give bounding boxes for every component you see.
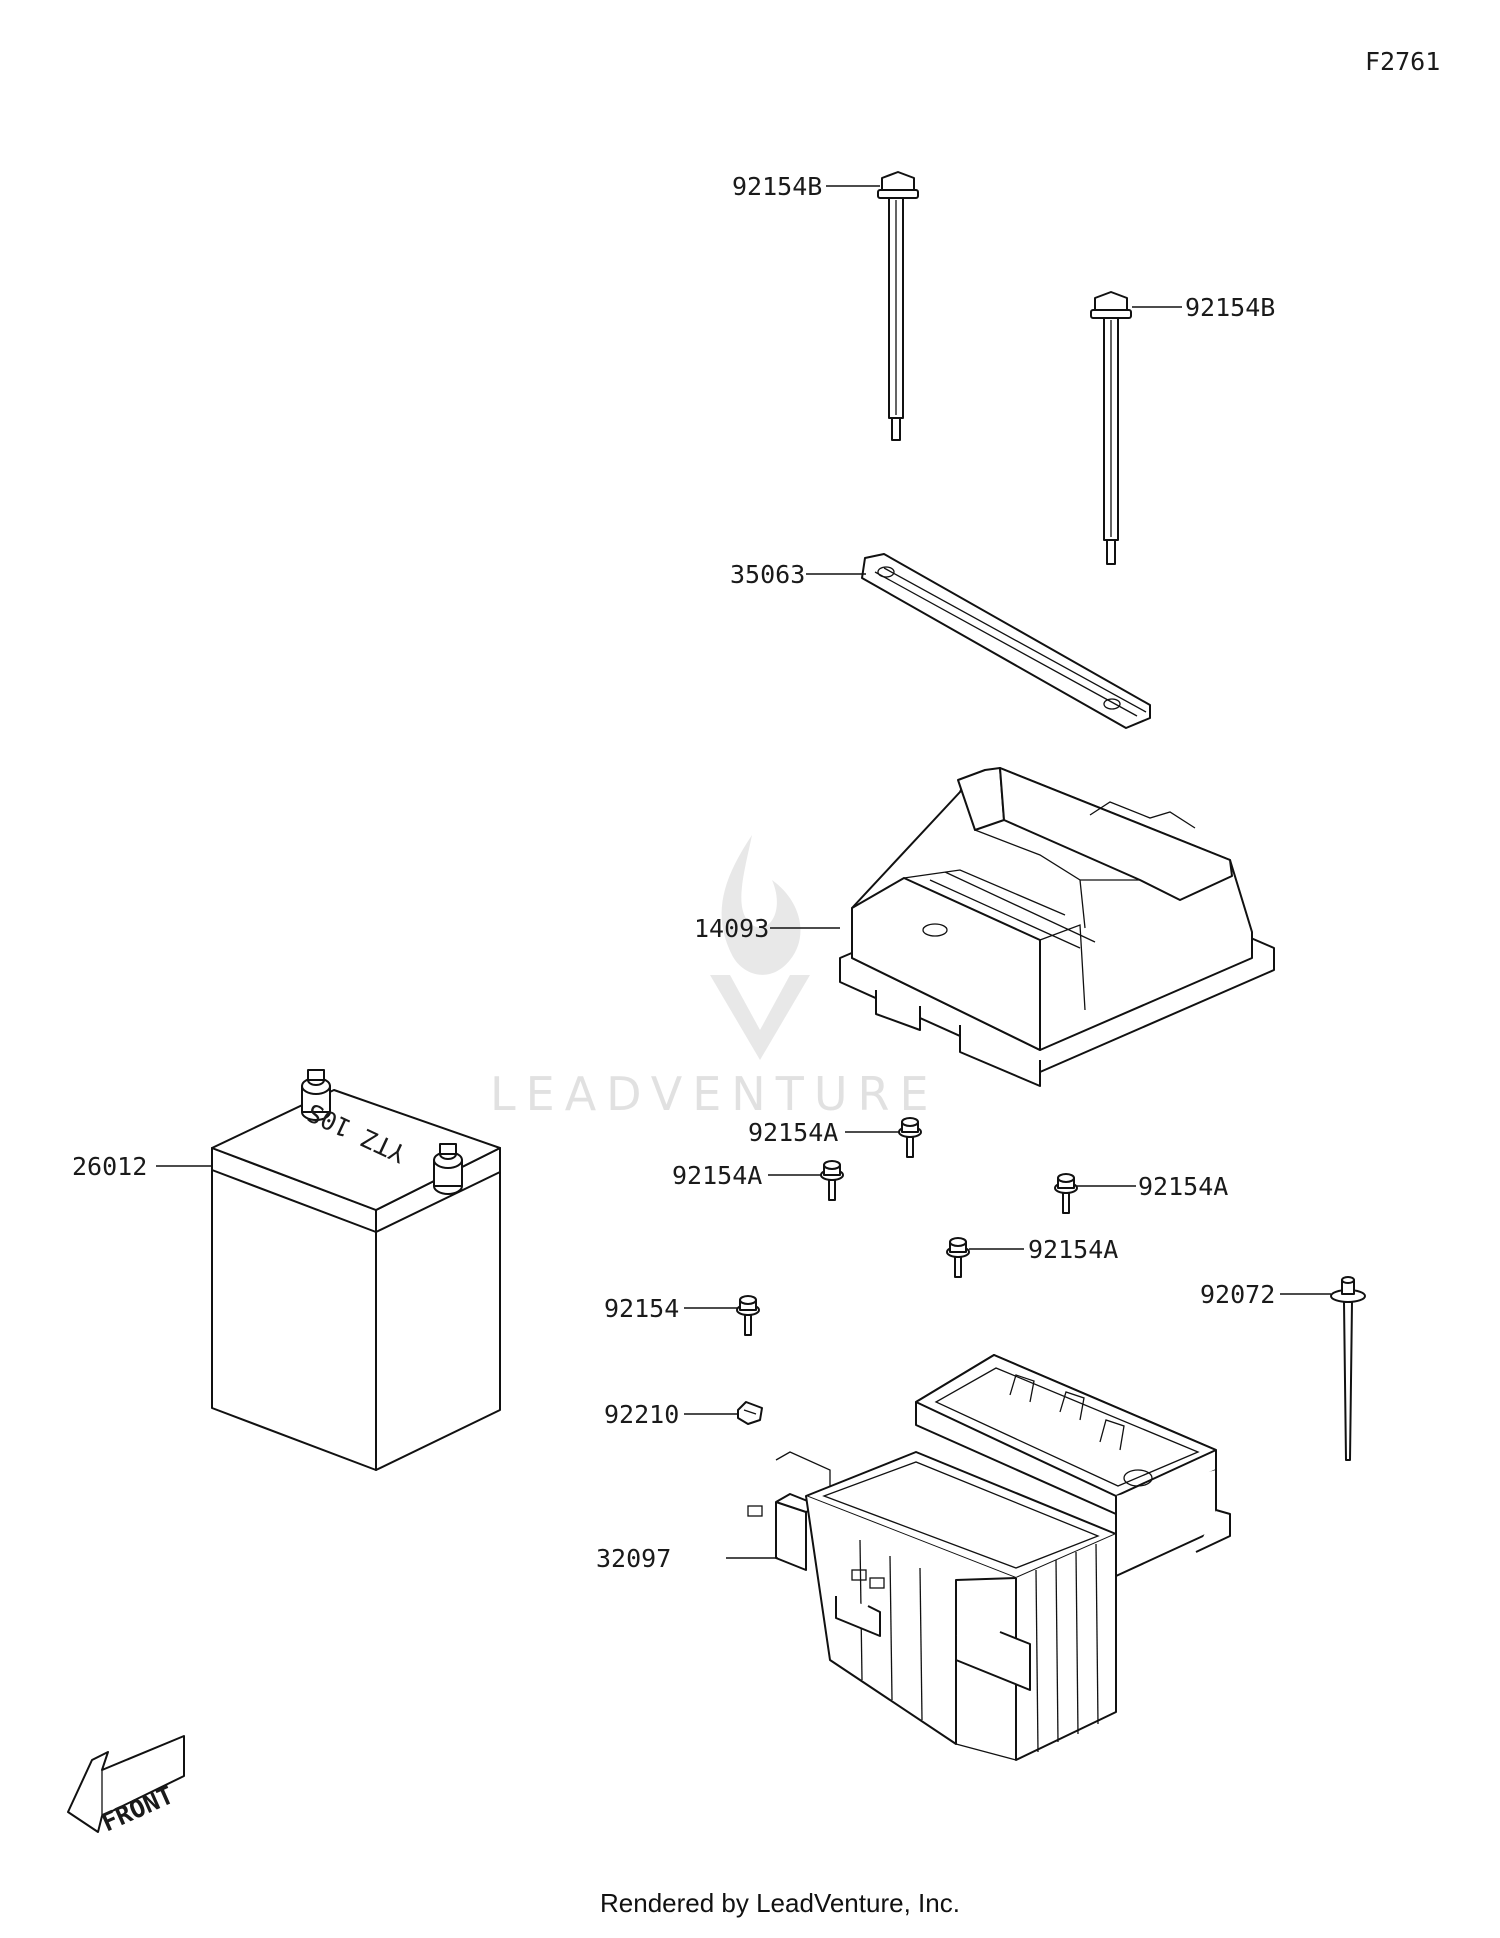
pin-92072[interactable]: [1330, 1276, 1366, 1461]
watermark: LEADVENTURE: [490, 835, 939, 1121]
callout-26012[interactable]: 26012: [72, 1152, 147, 1181]
watermark-text: LEADVENTURE: [490, 1067, 939, 1121]
front-arrow-icon: FRONT: [67, 1735, 185, 1837]
bolt-92154b-top[interactable]: [877, 171, 919, 441]
callout-92210[interactable]: 92210: [604, 1400, 679, 1429]
bolt-92154a-1[interactable]: [898, 1117, 922, 1158]
battery-terminal-positive: [301, 1069, 331, 1121]
bolt-92154b-right[interactable]: [1090, 291, 1132, 565]
bolt-92154a-4[interactable]: [946, 1237, 970, 1278]
clip-92210[interactable]: [737, 1401, 763, 1425]
bracket-35063[interactable]: [861, 553, 1151, 729]
callout-92154b-right[interactable]: 92154B: [1185, 293, 1275, 322]
callout-92154a-2[interactable]: 92154A: [672, 1161, 762, 1190]
bolt-92154[interactable]: [736, 1295, 760, 1336]
bolt-92154a-2[interactable]: [820, 1160, 844, 1201]
callout-32097[interactable]: 32097: [596, 1544, 671, 1573]
callout-14093[interactable]: 14093: [694, 914, 769, 943]
battery-26012[interactable]: YTZ 10S: [211, 1069, 501, 1471]
callout-92154b-top[interactable]: 92154B: [732, 172, 822, 201]
callout-92154[interactable]: 92154: [604, 1294, 679, 1323]
battery-terminal-negative: [433, 1143, 463, 1195]
callout-92154a-1[interactable]: 92154A: [748, 1118, 838, 1147]
callout-92154a-4[interactable]: 92154A: [1028, 1235, 1118, 1264]
battery-case-32097[interactable]: [747, 1354, 1231, 1761]
footer-credit: Rendered by LeadVenture, Inc.: [600, 1888, 960, 1918]
callout-35063[interactable]: 35063: [730, 560, 805, 589]
cover-14093[interactable]: [839, 767, 1275, 1087]
bolt-92154a-3[interactable]: [1054, 1173, 1078, 1214]
figure-code: F2761: [1365, 47, 1440, 76]
callout-92072[interactable]: 92072: [1200, 1280, 1275, 1309]
callout-92154a-3[interactable]: 92154A: [1138, 1172, 1228, 1201]
